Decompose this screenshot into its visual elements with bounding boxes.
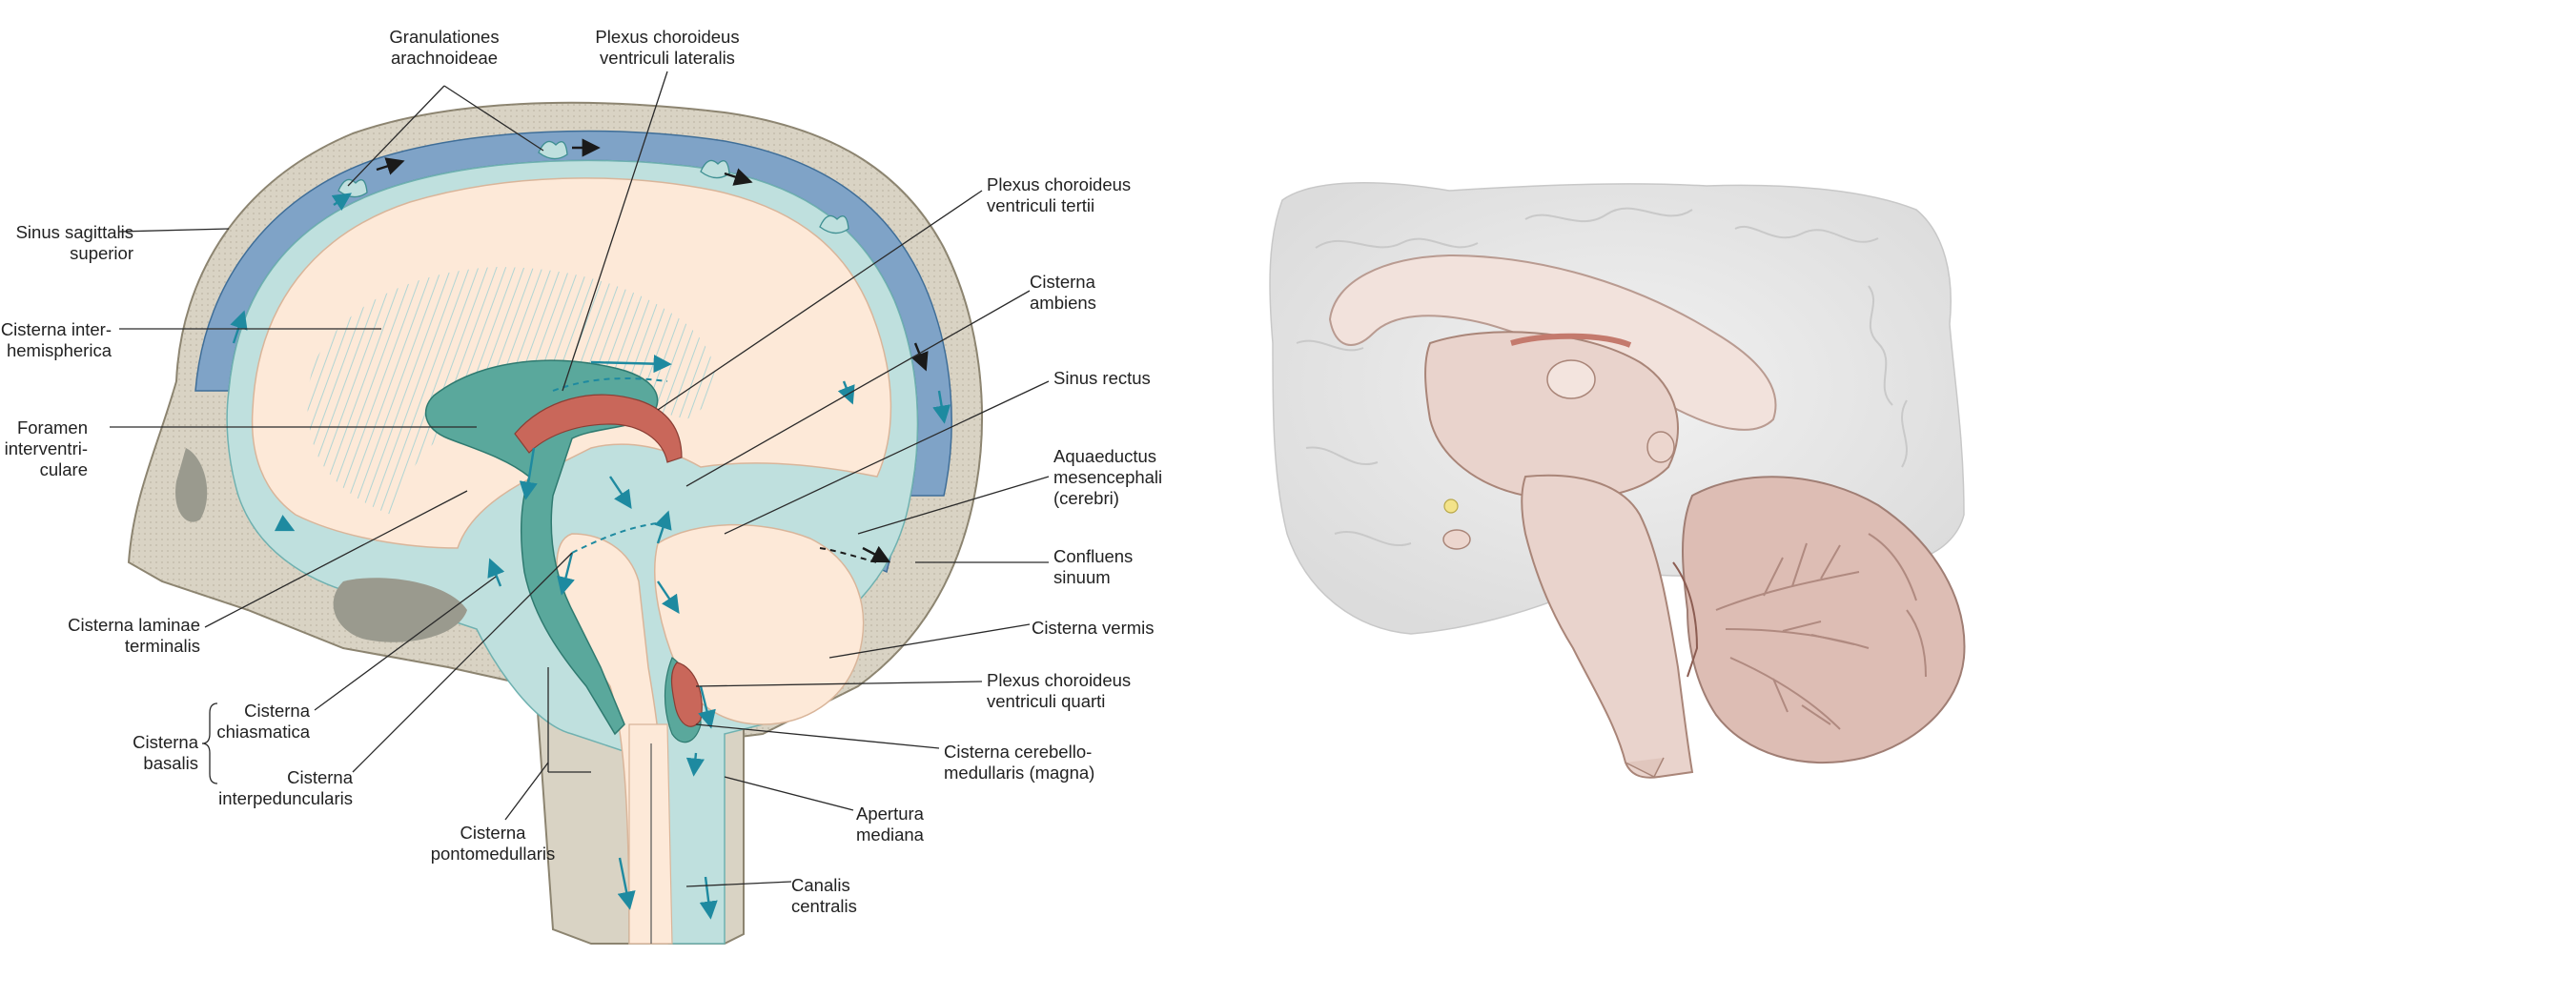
ventricles [424, 359, 659, 736]
corpus-mamillare [1443, 498, 1459, 514]
plexus-choroideus-lateralis [514, 394, 683, 463]
cerebellum-sagittal [1682, 476, 1966, 763]
label-sinus-rectus: Sinus rectus [1053, 368, 1151, 388]
leader-lines [110, 71, 1050, 887]
label-cisterna-cerebello: Cisterna cerebello-medullaris (magna) [944, 742, 1094, 783]
dashed-flow [552, 377, 878, 563]
basalis-brace [201, 702, 218, 784]
venous-flow-arrows [376, 138, 929, 563]
granulationes-tufts [337, 140, 849, 234]
diencephalon [1424, 331, 1679, 500]
sagittal-brain-illustration [1269, 182, 1966, 779]
glandula-pinealis [1646, 431, 1675, 463]
hypophysis [1442, 529, 1471, 550]
brainstem-sagittal [1521, 474, 1694, 779]
adhesio-interthalamica [1546, 359, 1596, 399]
csf-diagram [110, 71, 1050, 945]
arbor-vitae [1715, 533, 1927, 730]
plexus-choroideus [1510, 333, 1632, 348]
label-cisterna-vermis: Cisterna vermis [1032, 618, 1155, 638]
label-cisterna-inter: Cisterna inter-hemispherica [1, 319, 112, 360]
plexus-choroideus-quarti [670, 661, 703, 727]
